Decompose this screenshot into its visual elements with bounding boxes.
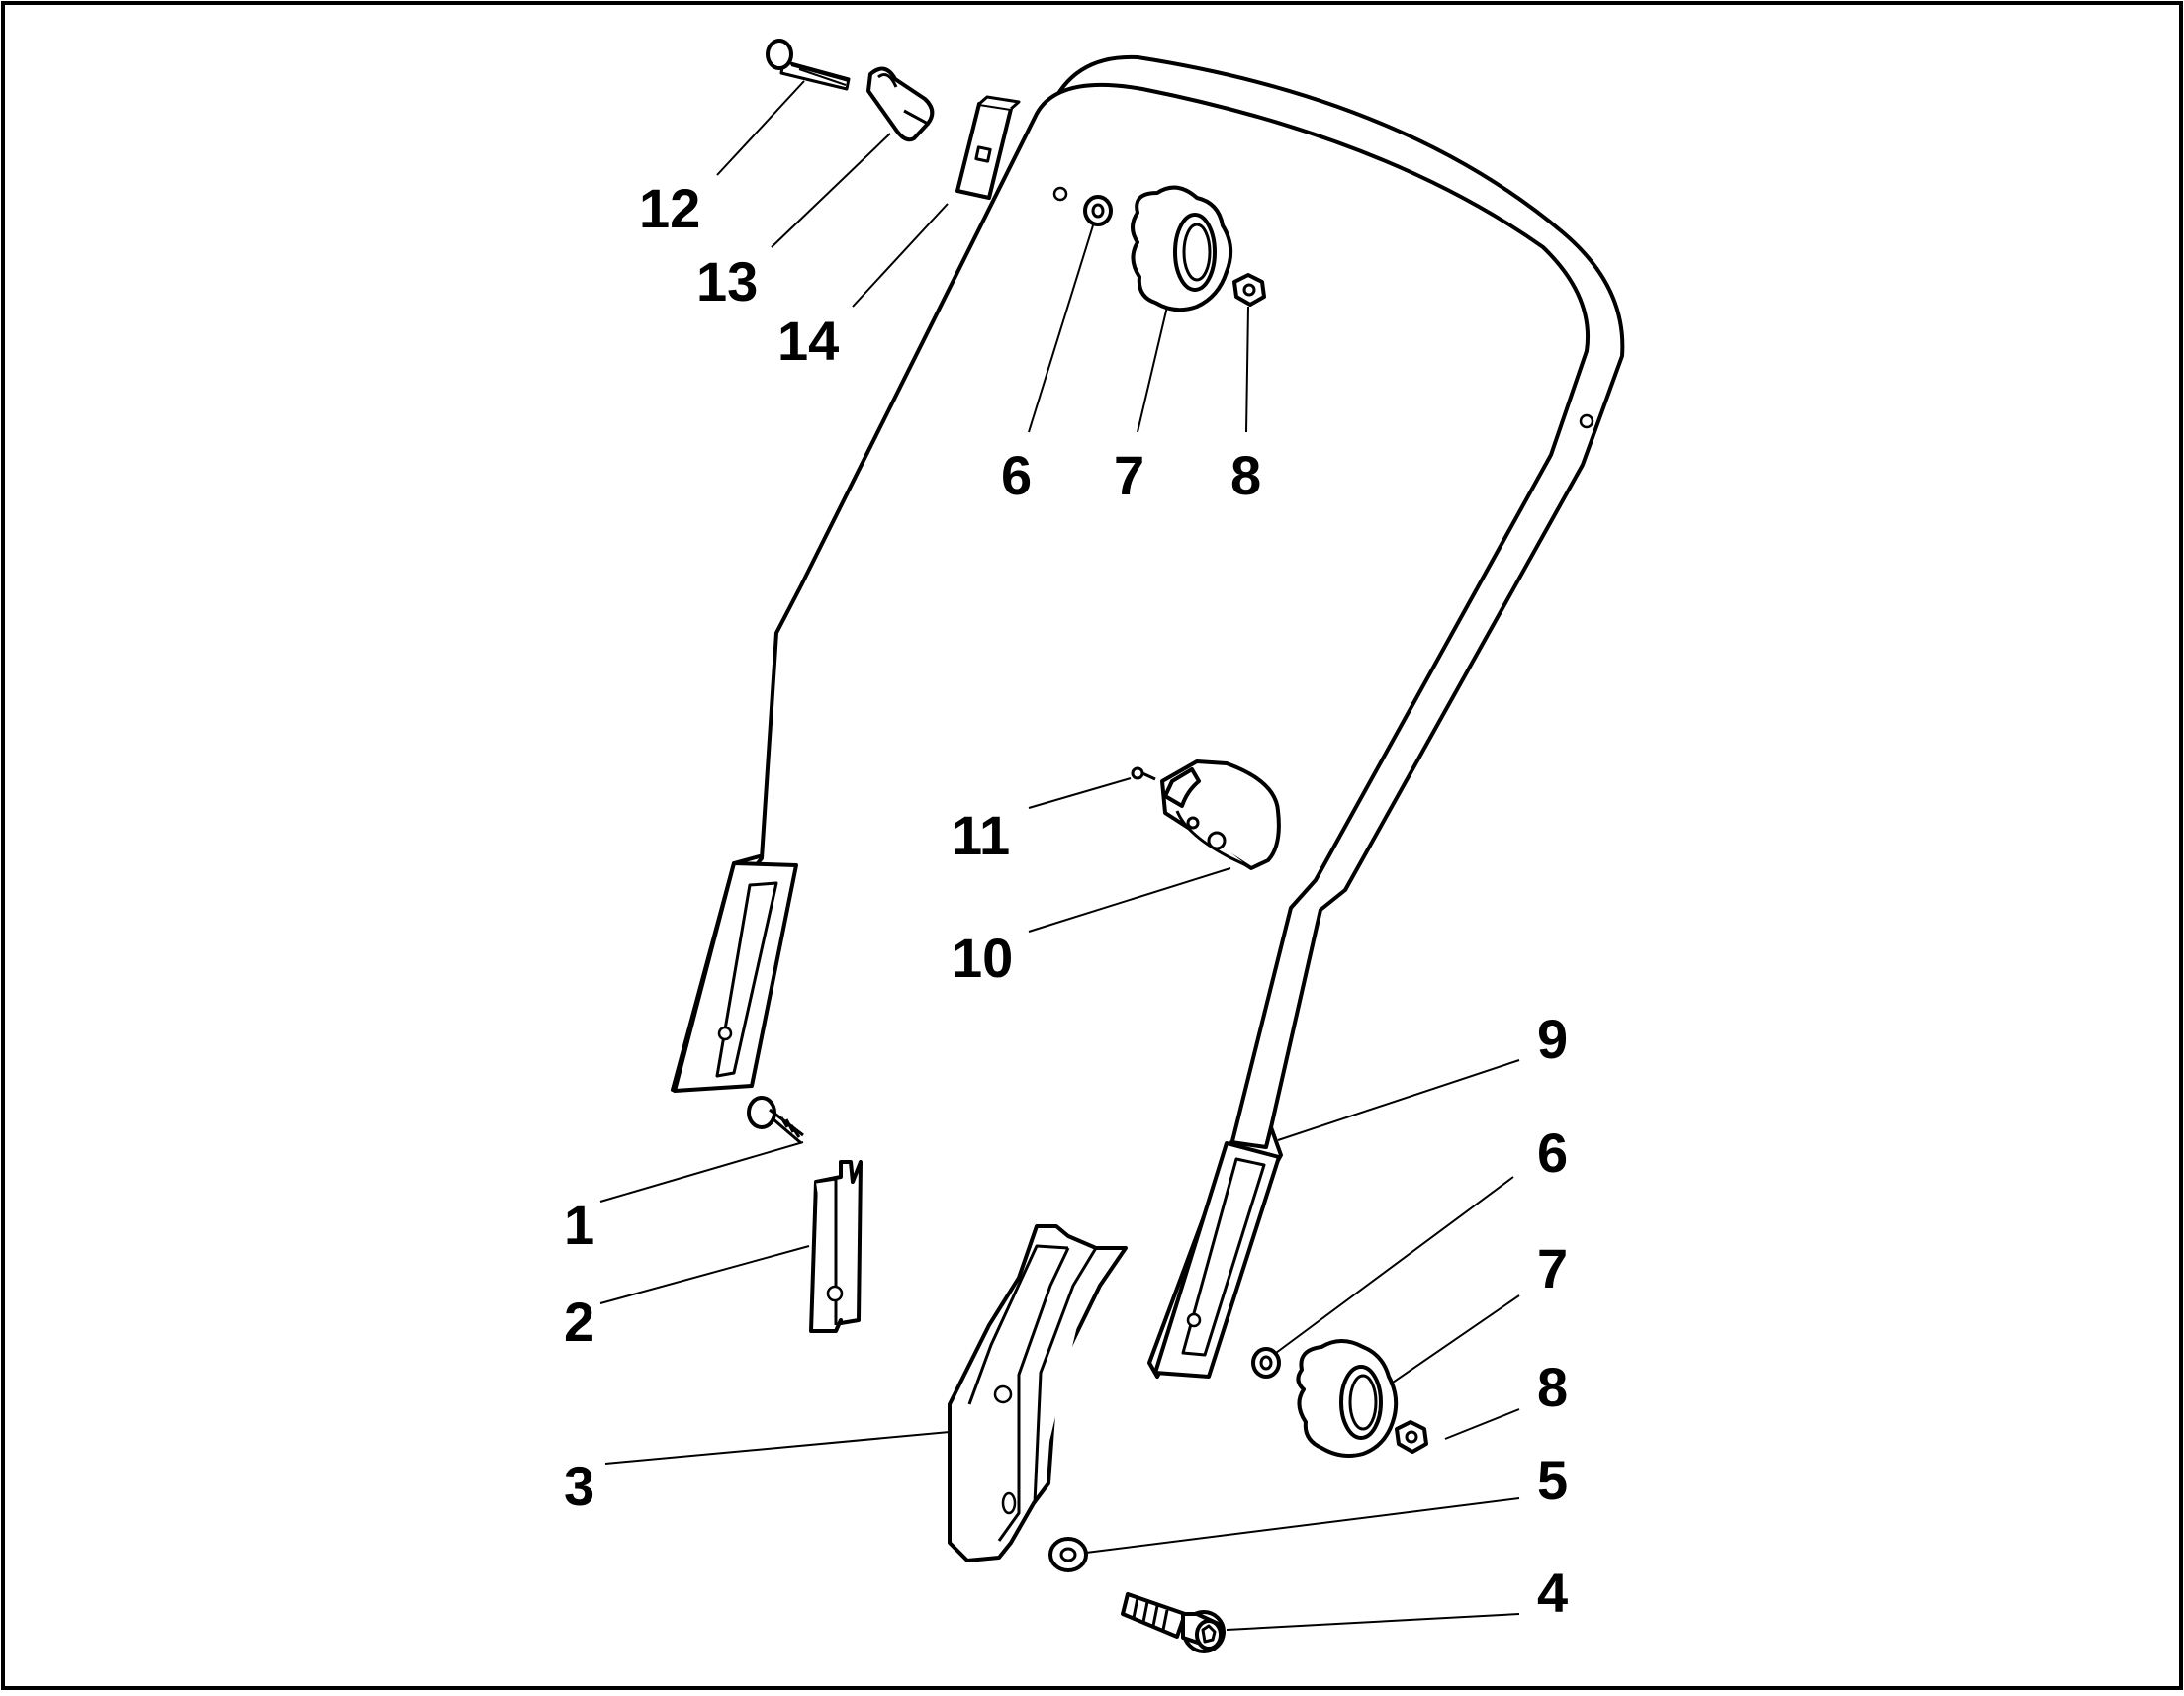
- callout-4: 4: [1537, 1562, 1568, 1624]
- part-8-nut-bottom: [1395, 1420, 1428, 1454]
- part-3-handle-bracket: [948, 1224, 1128, 1562]
- callout-6b: 6: [1537, 1121, 1568, 1184]
- leader-5: [1085, 1497, 1520, 1554]
- callout-3: 3: [564, 1455, 594, 1517]
- part-7-knob-top: [1131, 185, 1233, 312]
- part-6-washer-bottom: [1251, 1347, 1281, 1379]
- leader-10: [1028, 867, 1231, 933]
- leader-2: [599, 1245, 810, 1304]
- callout-11: 11: [952, 804, 1010, 866]
- handle-tube: [671, 54, 1625, 1379]
- leader-9: [1277, 1059, 1520, 1141]
- part-2-bracket-plate: [809, 1160, 863, 1333]
- part-5-washer: [1048, 1537, 1088, 1572]
- callout-8b: 8: [1537, 1356, 1568, 1418]
- callout-9: 9: [1537, 1008, 1568, 1070]
- leader-3: [604, 1431, 951, 1465]
- leader-12: [716, 80, 805, 176]
- callout-10: 10: [952, 927, 1013, 989]
- callout-14: 14: [777, 310, 839, 372]
- leader-14: [852, 203, 949, 308]
- part-7-knob-bottom: [1296, 1339, 1399, 1458]
- callout-8a: 8: [1230, 444, 1261, 506]
- leader-13: [771, 133, 891, 248]
- part-14-cable-cover: [956, 95, 1021, 200]
- callout-7a: 7: [1114, 444, 1144, 506]
- callout-labels: 12 13 14 6 7 8 11 10 9 1 6 7 2 8 5 3 4: [564, 177, 1568, 1624]
- part-13-cable-clip: [866, 66, 935, 142]
- leader-11: [1028, 777, 1132, 809]
- part-11-screw: [1131, 766, 1156, 781]
- callout-2: 2: [564, 1291, 594, 1353]
- part-12-carriage-bolt: [766, 39, 851, 91]
- leader-lines: [599, 80, 1520, 1631]
- leader-6b: [1275, 1176, 1514, 1354]
- leader-8a: [1245, 306, 1249, 433]
- part-1-carriage-bolt: [747, 1096, 804, 1145]
- callout-7b: 7: [1537, 1237, 1568, 1299]
- leader-8b: [1444, 1408, 1520, 1440]
- callout-5: 5: [1537, 1449, 1568, 1511]
- callout-12: 12: [639, 177, 700, 239]
- callout-1: 1: [564, 1194, 594, 1256]
- leader-4: [1226, 1613, 1520, 1631]
- leader-7a: [1137, 306, 1168, 433]
- part-6-washer-top: [1083, 195, 1113, 226]
- part-4-socket-bolt: [1121, 1592, 1226, 1653]
- callout-6a: 6: [1001, 444, 1032, 506]
- part-8-nut-top: [1232, 273, 1266, 307]
- part-10-cable-guide: [1160, 759, 1281, 870]
- leader-7b: [1389, 1294, 1520, 1385]
- callout-13: 13: [696, 250, 758, 312]
- leader-1: [599, 1141, 804, 1203]
- leader-6a: [1028, 224, 1094, 433]
